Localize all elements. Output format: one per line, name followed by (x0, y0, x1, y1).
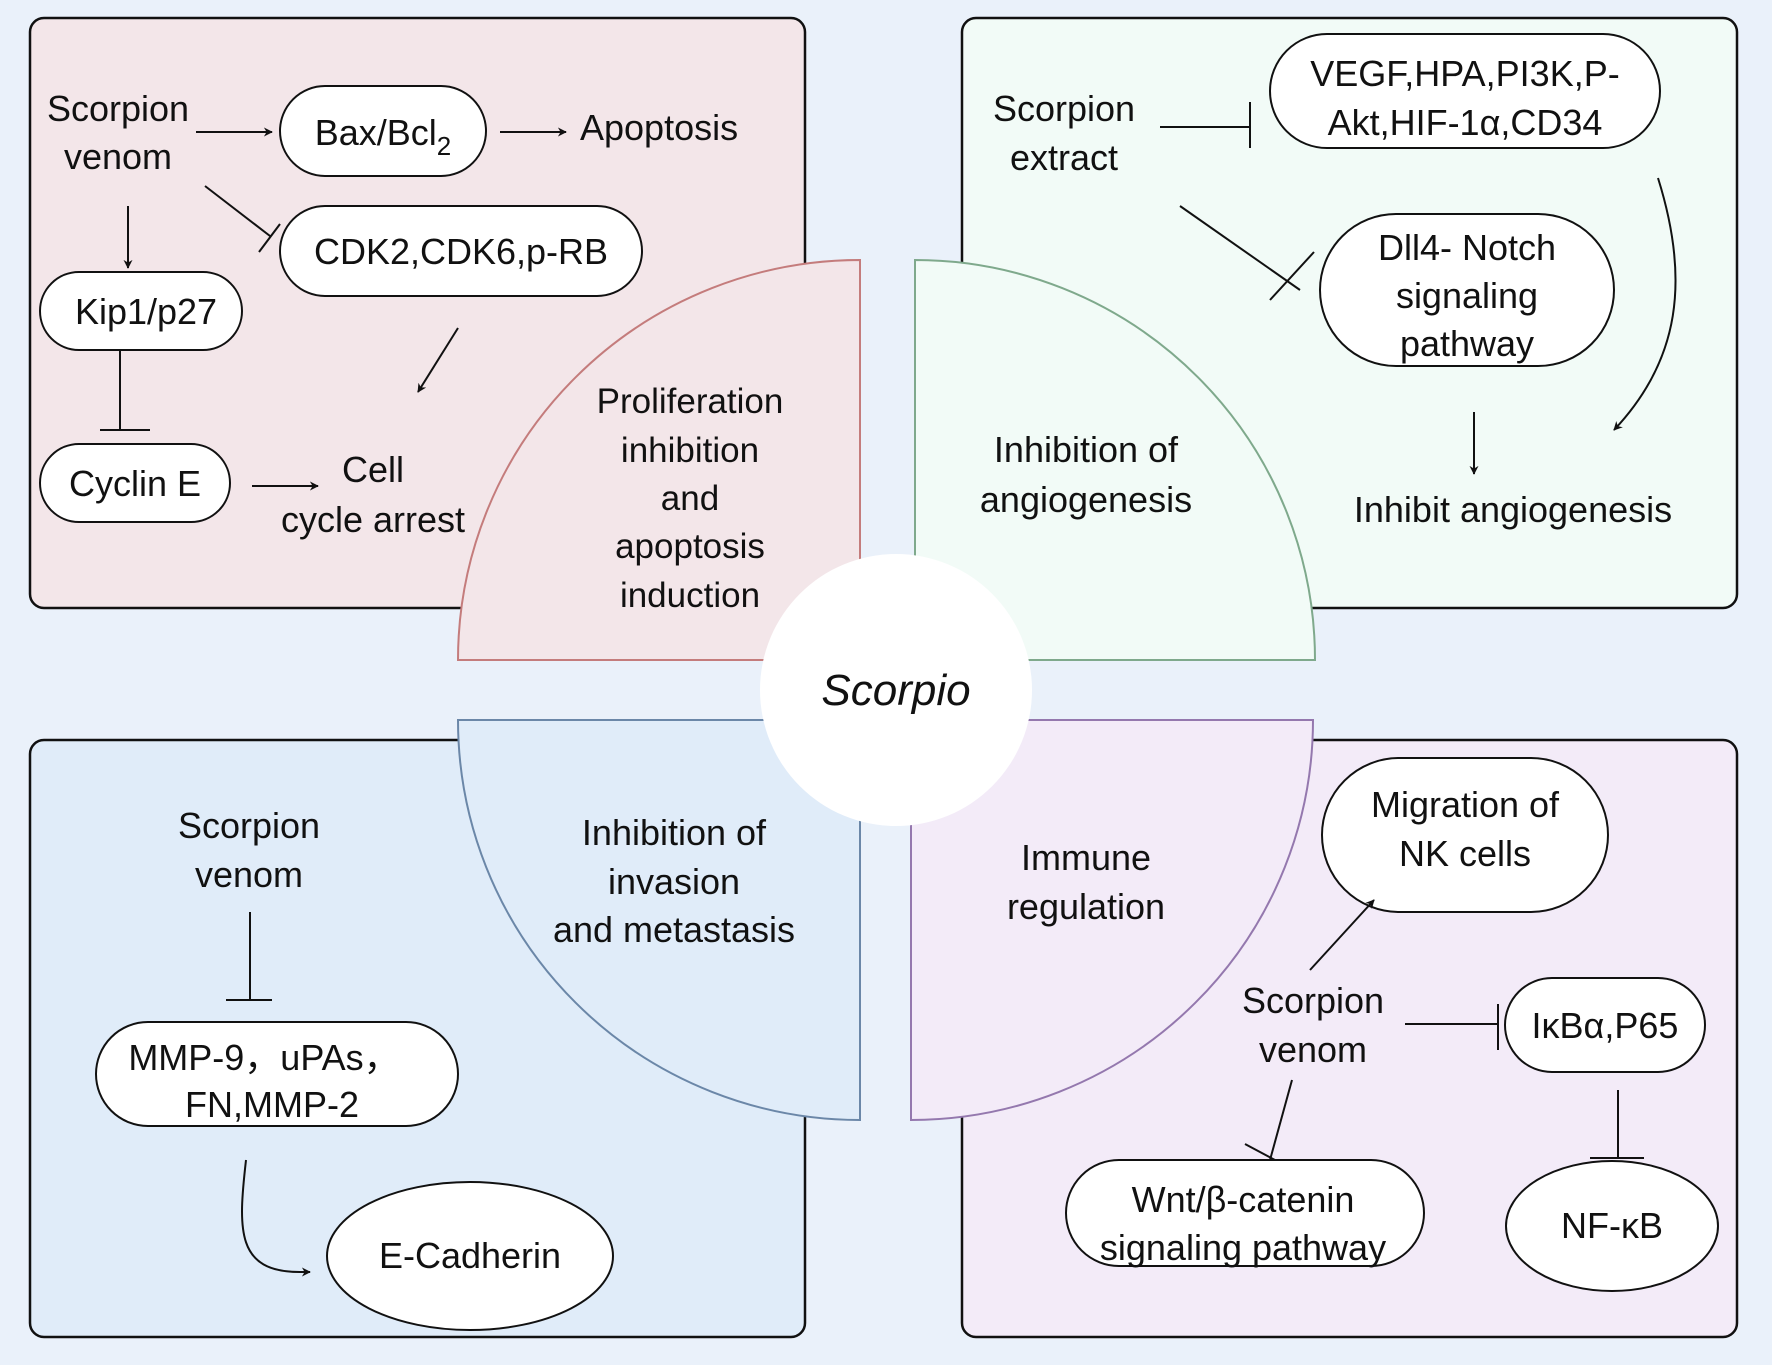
vegf-node (1269, 33, 1661, 149)
q1-source-line: Scorpion (47, 88, 189, 129)
arrest-line: Cell (342, 449, 404, 490)
q3-source-line: Scorpion (178, 805, 320, 846)
mmp-line: FN,MMP-2 (185, 1084, 359, 1125)
sector-immune (910, 719, 1315, 1122)
q4-source-line: venom (1259, 1029, 1367, 1070)
sector-label-line: angiogenesis (980, 479, 1192, 520)
cyclin-node (39, 443, 231, 523)
sector-label-line: and (661, 479, 719, 518)
nfkb-node (1505, 1160, 1719, 1292)
nfkb-label: NF-κB (1561, 1205, 1663, 1246)
center-label: Scorpio (821, 666, 970, 715)
q2-source-line: extract (1010, 137, 1118, 178)
angiogenesis-result: Inhibit angiogenesis (1354, 489, 1672, 530)
notch-line: Dll4- Notch (1378, 227, 1556, 268)
ecad-node (326, 1181, 614, 1331)
wnt-line: signaling pathway (1100, 1227, 1386, 1268)
notch-line: pathway (1400, 323, 1534, 364)
sector-invasion (456, 719, 861, 1122)
inhibit-extract-notch (1179, 205, 1301, 291)
inhibit-bar (258, 223, 281, 253)
kip-node (39, 271, 243, 351)
wnt-node (1065, 1159, 1425, 1267)
arrest-line: cycle arrest (281, 499, 465, 540)
mmp-line: MMP-9，uPAs， (128, 1037, 399, 1078)
bax-subscript: 2 (437, 131, 451, 161)
sector-label-line: invasion (608, 861, 740, 902)
apoptosis-label: Apoptosis (580, 107, 738, 148)
kip-label: Kip1/p27 (75, 291, 217, 332)
nk-line: NK cells (1399, 833, 1531, 874)
bax-main: Bax/Bcl (315, 112, 437, 153)
cdk-node (279, 205, 643, 297)
sector-label-line: Inhibition of (582, 812, 767, 853)
wnt-line: Wnt/β-catenin (1132, 1179, 1355, 1220)
sector-proliferation (456, 258, 861, 661)
notch-line: signaling (1396, 275, 1538, 316)
q1-sector-text: Proliferation inhibition and apoptosis i… (597, 382, 784, 615)
sector-label-line: Proliferation (597, 382, 784, 421)
bax-node (279, 85, 487, 177)
sector-label-line: induction (620, 576, 760, 615)
cdk-label: CDK2,CDK6,p-RB (314, 231, 608, 272)
sector-label-line: inhibition (621, 431, 759, 470)
q2-source-line: Scorpion (993, 88, 1135, 129)
arrow-venom-nk (1309, 899, 1375, 971)
nk-node (1321, 757, 1609, 913)
arrow-vegf-result (1613, 177, 1677, 431)
arrow-mmp-ecad (241, 1159, 311, 1277)
center-circle (760, 554, 1032, 826)
ikb-label: IκBα,P65 (1532, 1005, 1679, 1046)
vegf-line: VEGF,HPA,PI3K,P- (1310, 53, 1619, 94)
nk-line: Migration of (1371, 784, 1560, 825)
q3-source-line: venom (195, 854, 303, 895)
mmp-node (95, 1021, 459, 1127)
inhibit-venom-cdk (204, 185, 271, 237)
sector-label-line: apoptosis (615, 527, 765, 566)
ikb-node (1504, 977, 1706, 1073)
vegf-line: Akt,HIF-1α,CD34 (1328, 102, 1603, 143)
q4-source-line: Scorpion (1242, 980, 1384, 1021)
cyclin-label: Cyclin E (69, 463, 201, 504)
sector-label-line: and metastasis (553, 909, 795, 950)
ecad-label: E-Cadherin (379, 1235, 561, 1276)
sector-angiogenesis (914, 258, 1317, 661)
sector-label-line: regulation (1007, 886, 1165, 927)
bax-label: Bax/Bcl2 (315, 112, 452, 161)
inhibit-venom-wnt (1269, 1079, 1293, 1161)
sector-label-line: Immune (1021, 837, 1151, 878)
notch-node (1319, 213, 1615, 367)
q1-source-line: venom (64, 136, 172, 177)
inhibit-bar (1269, 251, 1315, 301)
sector-label-line: Inhibition of (994, 429, 1179, 470)
arrow-cdk-arrest (417, 327, 459, 393)
